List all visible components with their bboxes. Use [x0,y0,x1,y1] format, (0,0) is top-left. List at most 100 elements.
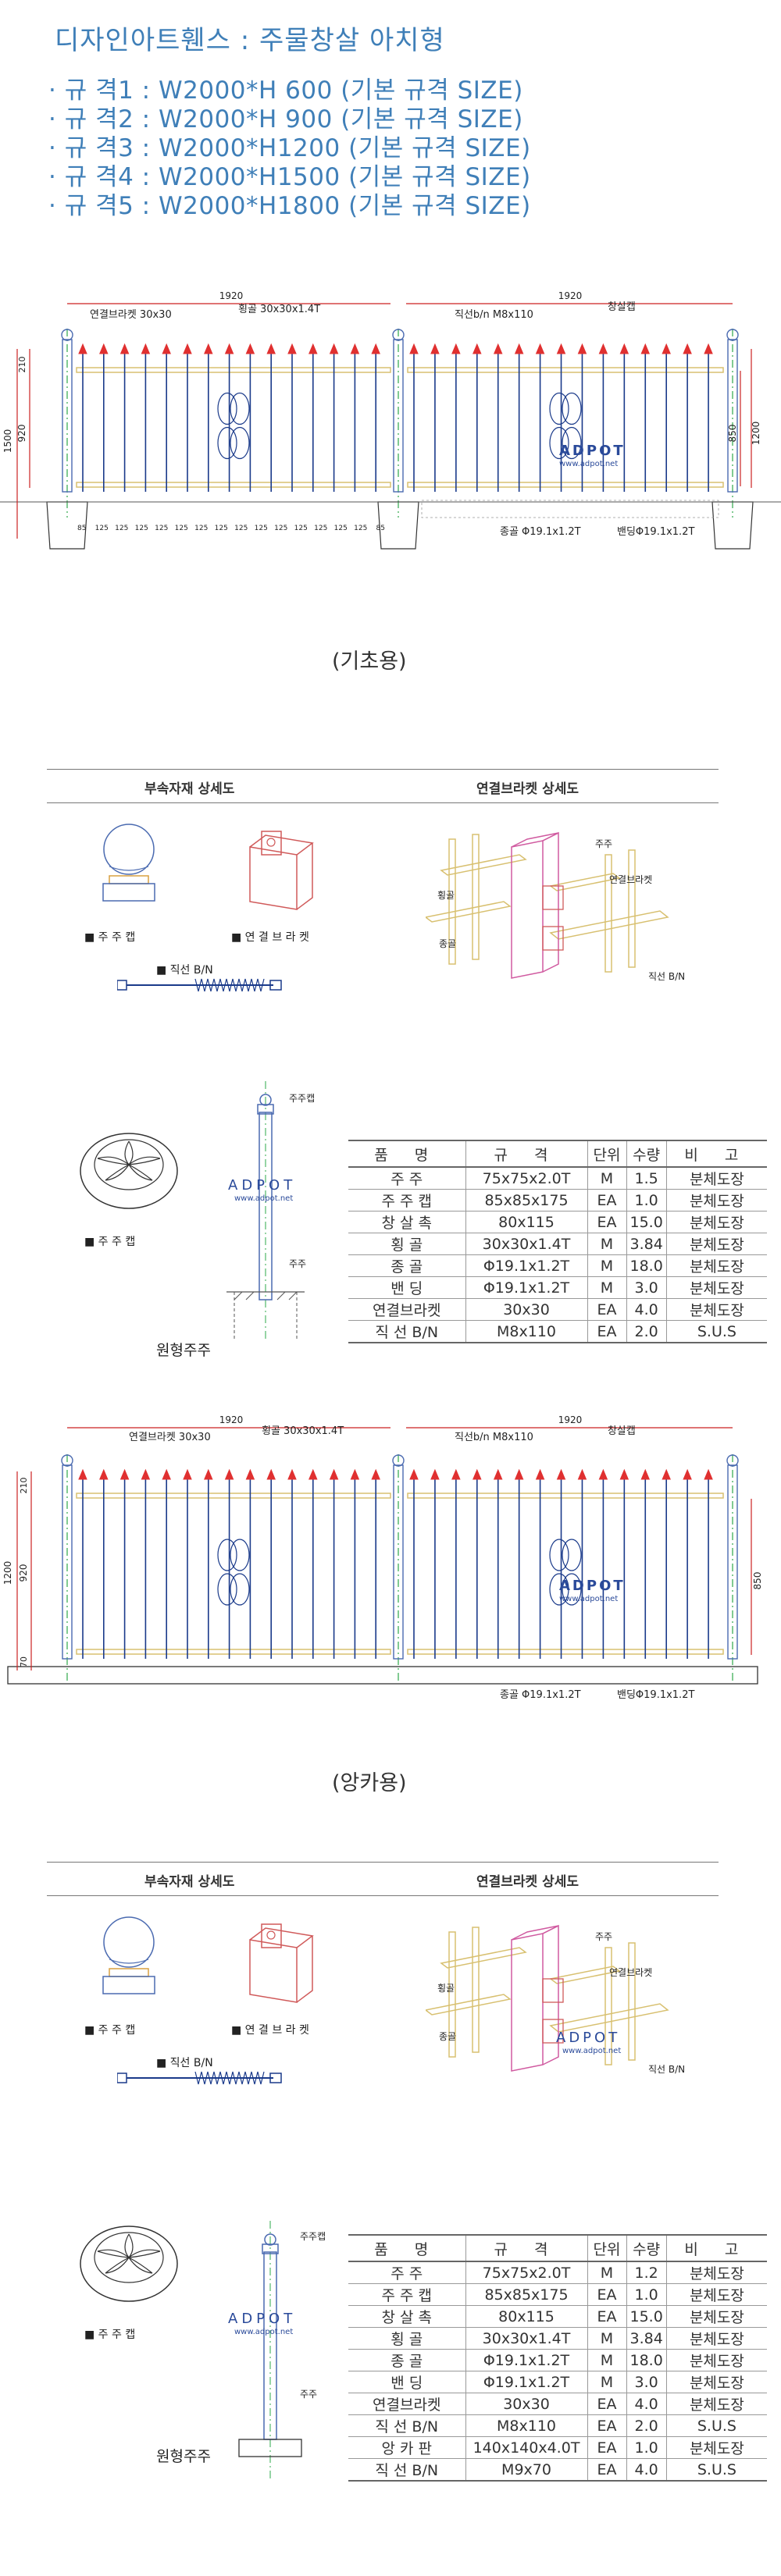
picket-finial [99,1468,109,1480]
spacing-dim-label: 125 [255,525,268,532]
picket-finial [683,1468,692,1480]
table-cell: 분체도장 [665,1189,767,1212]
picket-finial [266,343,276,354]
table-cell: 창 살 촉 [348,1211,465,1233]
table-cell: Φ19.1x1.2T [465,2349,587,2371]
label-rail: 횡골 30x30x1.4T [262,1425,344,1437]
table-cell: Φ19.1x1.2T [465,2371,587,2393]
spacing-dim-label: 85 [77,525,86,532]
table-cell: 30x30 [465,1298,587,1321]
picket-finial [308,1468,318,1480]
picket-finial [683,343,692,354]
logo: ADPOT [228,2311,297,2327]
spec-item: · 규 격3 : W2000*H1200 (기본 규격 SIZE) [48,134,531,162]
bracket-label: ■ 연 결 브 라 켓 [231,931,309,944]
logo: ADPOT [556,2030,621,2046]
ornament-scroll [230,1573,250,1606]
table-cell: 4.0 [626,1298,667,1321]
post-cap [726,329,739,341]
table-cell: S.U.S [665,2414,767,2437]
label-band: 밴딩Φ19.1x1.2T [617,1689,694,1701]
tag-rail: 횡골 [437,1983,455,1994]
table-cell: 연결브라켓 [348,1298,465,1321]
picket-finial [162,343,171,354]
picket-finial [704,1468,713,1480]
logo-url: www.adpot.net [234,2328,294,2336]
logo: ADPOT [559,443,626,459]
post [393,1464,404,1660]
post-caption: 원형주주 [156,2448,211,2465]
picket-finial [266,1468,276,1480]
table-cell: M9x70 [465,2458,587,2482]
table-cell: M [587,2371,626,2393]
fence-pickets-group [7,1454,758,1685]
spacing-dim-label: 125 [115,525,128,532]
post-cap [61,1454,73,1467]
table-cell: 창 살 촉 [348,2305,465,2328]
picket-finial [430,1468,440,1480]
table-cell: 18.0 [626,2349,667,2371]
picket-finial [430,343,440,354]
table-cell: 75x75x2.0T [465,2261,587,2284]
table-cell: 4.0 [626,2458,667,2482]
table-cell: EA [587,1211,626,1233]
picket-finial [162,1468,171,1480]
picket-finial [141,1468,151,1480]
picket-finial [287,1468,297,1480]
bolt-label: ■ 직선 B/N [156,964,213,977]
fence-drawing-foundation: 1920 1920 1500 210 920 1200 850 연결브라켓 30… [0,290,781,550]
table-cell: 80x115 [465,2305,587,2328]
width-right-dim: 1920 [558,1414,583,1425]
picket-finial [141,343,151,354]
picket-finial [577,1468,587,1480]
picket-finial [535,343,545,354]
tag-post-cap: 주주캡 [289,1093,316,1104]
tag-post: 주주 [289,1258,307,1269]
ground-hatch [421,500,719,518]
table-cell: 횡 골 [348,2327,465,2350]
spacing-dim-label: 125 [354,525,367,532]
picket-finial [640,343,651,354]
ornament-scroll [230,1539,250,1571]
picket-finial [371,1468,380,1480]
label-bracket: 연결브라켓 30x30 [90,309,172,321]
spacing-dim-label: 125 [294,525,308,532]
bracket-assembly-drawing [426,831,669,979]
picket-finial [556,1468,566,1480]
picket-finial [99,343,109,354]
table-cell: 분체도장 [665,1167,767,1190]
spacing-dim-label: 125 [215,525,228,532]
picket-finial [662,1468,671,1480]
table-cell: EA [587,2458,626,2482]
table-cell: M [587,1167,626,1190]
picket-finial [245,343,255,354]
ground-slab [7,1666,758,1685]
table-cell: EA [587,1320,626,1343]
table-cell: 분체도장 [665,2327,767,2350]
logo-url: www.adpot.net [234,1194,294,1203]
table-cell: 30x30 [465,2393,587,2415]
table-cell: M [587,1254,626,1277]
picket-finial [535,1468,545,1480]
picket-finial [329,343,339,354]
label-band: 밴딩Φ19.1x1.2T [617,526,694,538]
picket-finial [119,343,130,354]
picket-finial [704,343,713,354]
spacing-dim-label: 125 [234,525,248,532]
top-rail [407,1493,724,1499]
ornament-scroll [562,392,582,425]
dim-total: 1500 [2,429,13,454]
table-cell: 3.84 [626,1233,667,1255]
post [727,339,738,493]
post-cap [726,1454,739,1467]
spec-item: · 규 격5 : W2000*H1800 (기본 규격 SIZE) [48,192,531,220]
bracket-drawing [249,1923,314,2003]
col-header: 품 명 [348,2234,465,2262]
picket-finial [245,1468,255,1480]
